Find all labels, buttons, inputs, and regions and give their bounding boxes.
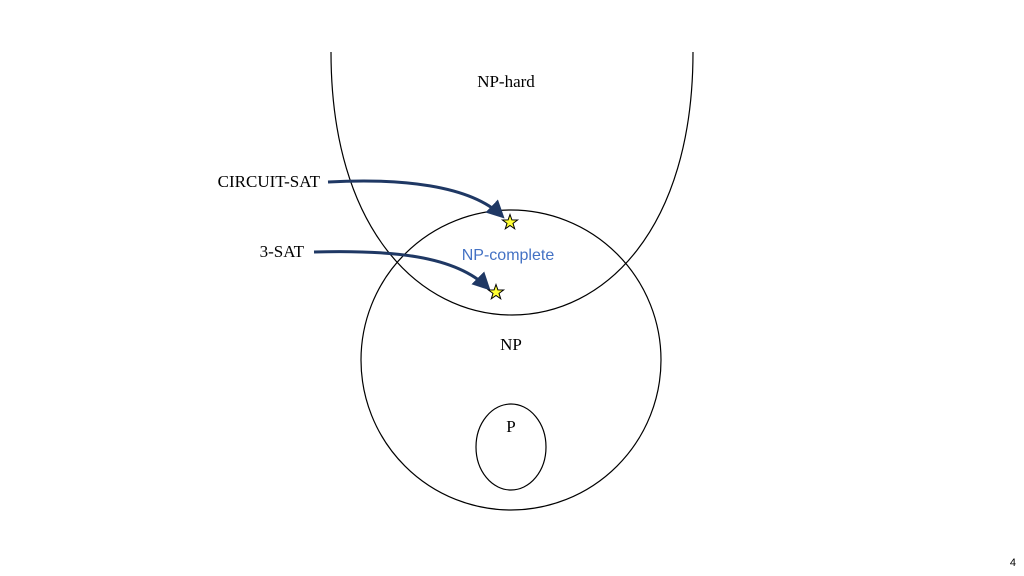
p-region (475, 403, 547, 491)
three-sat-label: 3-SAT (260, 242, 305, 261)
three-sat-star-icon (486, 282, 506, 301)
np-hard-label: NP-hard (477, 72, 535, 91)
np-hard-region (330, 51, 694, 316)
np-region (360, 209, 662, 511)
circuit-sat-star-icon (500, 212, 520, 231)
np-label: NP (500, 335, 522, 354)
three-sat-arrow (313, 250, 491, 291)
circuit-sat-arrow (327, 179, 505, 219)
p-label: P (506, 417, 515, 436)
np-complete-label: NP-complete (462, 247, 555, 264)
page-number: 4 (1010, 557, 1016, 569)
circuit-sat-label: CIRCUIT-SAT (218, 172, 321, 191)
